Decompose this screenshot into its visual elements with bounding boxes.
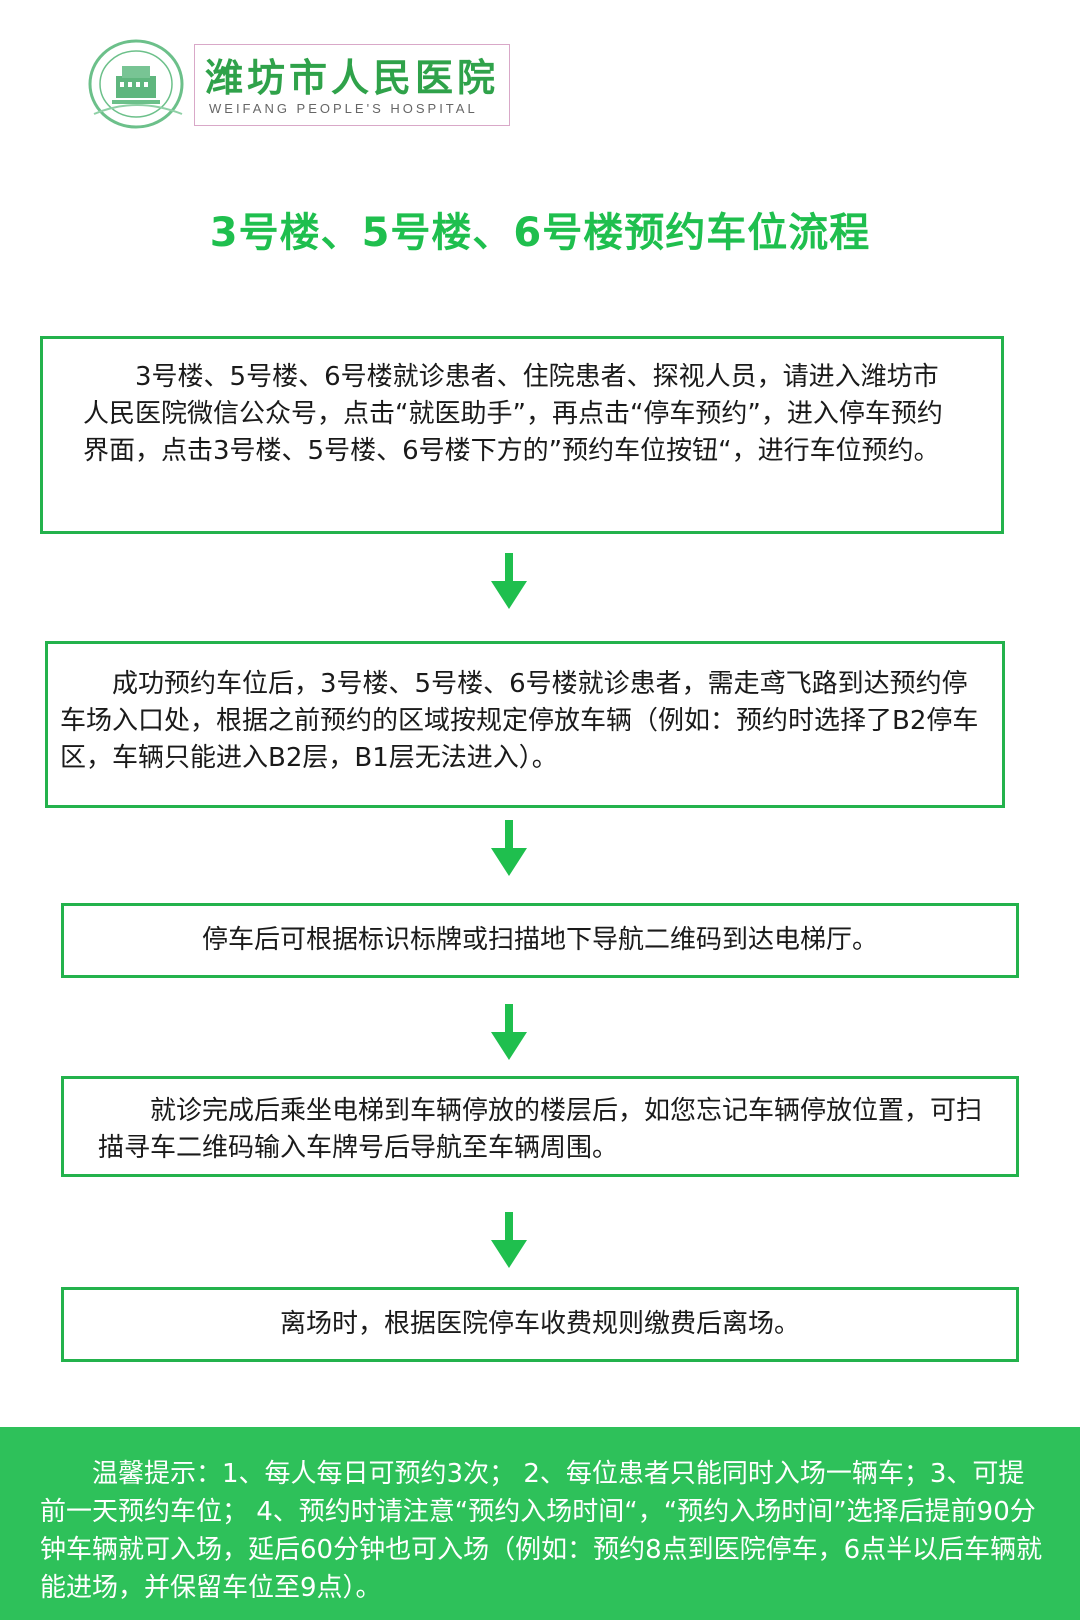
flow-step-1-text: 3号楼、5号楼、6号楼就诊患者、住院患者、探视人员，请进入潍坊市人民医院微信公众… xyxy=(83,362,943,466)
flow-step-5-text: 离场时，根据医院停车收费规则缴费后离场。 xyxy=(279,1309,800,1339)
arrow-down-icon xyxy=(491,1004,527,1060)
logo-name-en: WEIFANG PEOPLE'S HOSPITAL xyxy=(209,101,478,116)
page-title: 3号楼、5号楼、6号楼预约车位流程 xyxy=(209,210,871,256)
flow-step-4: 就诊完成后乘坐电梯到车辆停放的楼层后，如您忘记车辆停放位置，可扫描寻车二维码输入… xyxy=(61,1076,1019,1177)
hospital-emblem-icon xyxy=(88,39,184,129)
flow-step-3-text: 停车后可根据标识标牌或扫描地下导航二维码到达电梯厅。 xyxy=(201,925,878,955)
arrow-down-icon xyxy=(491,1212,527,1268)
logo-wordmark: 潍坊市人民医院 WEIFANG PEOPLE'S HOSPITAL xyxy=(194,44,510,126)
flow-step-1: 3号楼、5号楼、6号楼就诊患者、住院患者、探视人员，请进入潍坊市人民医院微信公众… xyxy=(40,336,1004,534)
logo-name-cn: 潍坊市人民医院 xyxy=(205,55,500,100)
arrow-down-icon xyxy=(491,553,527,609)
flow-step-5: 离场时，根据医院停车收费规则缴费后离场。 xyxy=(61,1287,1019,1362)
flow-step-4-text: 就诊完成后乘坐电梯到车辆停放的楼层后，如您忘记车辆停放位置，可扫描寻车二维码输入… xyxy=(98,1096,983,1163)
tips-text: 温馨提示：1、每人每日可预约3次； 2、每位患者只能同时入场一辆车；3、可提前一… xyxy=(40,1459,1043,1603)
flow-step-2: 成功预约车位后，3号楼、5号楼、6号楼就诊患者，需走鸢飞路到达预约停车场入口处，… xyxy=(45,641,1005,808)
hospital-logo: 潍坊市人民医院 WEIFANG PEOPLE'S HOSPITAL xyxy=(86,32,510,132)
arrow-down-icon xyxy=(491,820,527,876)
tips-footer: 温馨提示：1、每人每日可预约3次； 2、每位患者只能同时入场一辆车；3、可提前一… xyxy=(0,1427,1080,1620)
flow-step-2-text: 成功预约车位后，3号楼、5号楼、6号楼就诊患者，需走鸢飞路到达预约停车场入口处，… xyxy=(60,669,979,773)
flow-step-3: 停车后可根据标识标牌或扫描地下导航二维码到达电梯厅。 xyxy=(61,903,1019,978)
